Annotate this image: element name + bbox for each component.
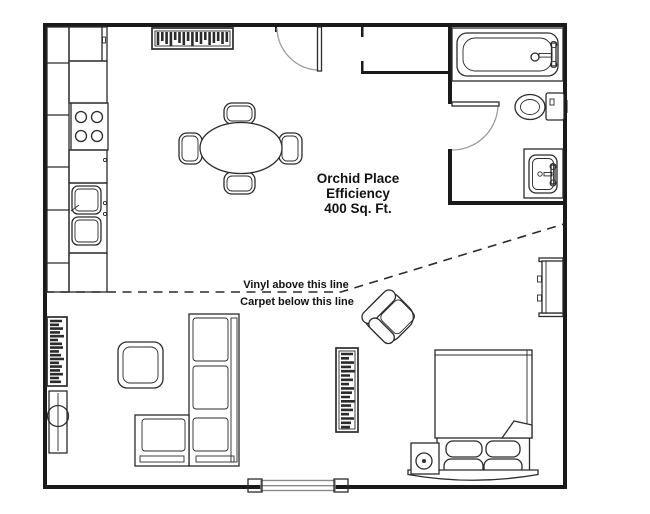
bathroom-sink: [523, 148, 564, 199]
kitchen-cabinets: [46, 26, 108, 293]
title-line-1: Orchid Place: [317, 171, 400, 186]
double-basin-sink-icon: [68, 182, 108, 254]
lamp-icon: [46, 404, 70, 428]
dining-chair-top: [223, 102, 256, 125]
console-table: [46, 390, 70, 454]
headboard: [407, 469, 539, 481]
door-swing-icon: [276, 27, 318, 71]
door-swing-icon: [451, 105, 499, 151]
bathroom-door: [451, 101, 500, 151]
carpet-flooring-label: Carpet below this line: [240, 296, 354, 308]
entry-door: [276, 26, 323, 72]
toilet: [514, 92, 568, 121]
dining-chair-left: [178, 132, 203, 165]
plan-title: Orchid Place Efficiency 400 Sq. Ft.: [317, 171, 400, 216]
dining-chair-bottom: [223, 171, 256, 195]
stove-burners-icon: [70, 102, 109, 151]
bookshelf-left: [46, 316, 68, 387]
top-bookshelf: [151, 27, 234, 50]
bathtub-icon: [451, 27, 564, 82]
dining-set: [178, 102, 303, 195]
lamp-icon: [415, 452, 433, 470]
flooring-divider-line: [45, 223, 565, 293]
bookshelf-center: [335, 347, 359, 433]
toilet-icon: [545, 92, 565, 121]
bathroom: [451, 27, 568, 199]
title-line-2: Efficiency: [326, 186, 390, 201]
armchair: [361, 289, 415, 345]
bathtub: [451, 27, 564, 82]
sink-icon: [523, 148, 564, 199]
refrigerator: [68, 26, 108, 62]
coffee-table: [117, 341, 164, 389]
nightstand: [410, 442, 440, 475]
kitchen-sink: [68, 182, 108, 254]
bottom-window: [247, 478, 349, 493]
title-line-3: 400 Sq. Ft.: [324, 201, 392, 216]
stove: [70, 102, 109, 151]
sectional-sofa-icon: [188, 313, 240, 467]
vinyl-flooring-label: Vinyl above this line: [243, 279, 349, 291]
folded-sheet-corner: [500, 420, 533, 439]
bed: [407, 349, 539, 481]
refrigerator-icon: [68, 26, 108, 62]
oval-table-icon: [199, 121, 283, 175]
sectional-sofa: [134, 313, 240, 467]
dresser: [537, 257, 564, 318]
